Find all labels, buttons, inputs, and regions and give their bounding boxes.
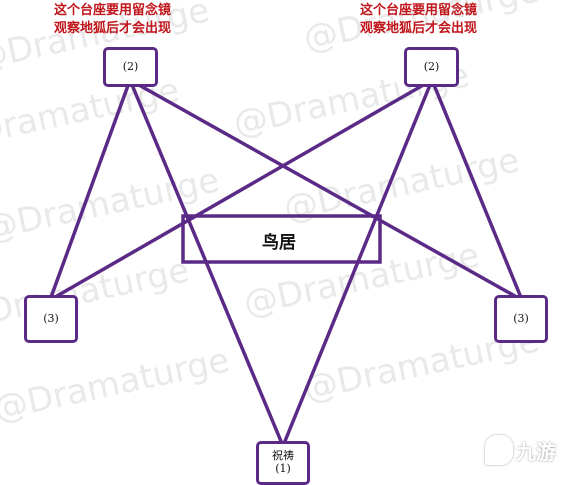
note-left-line-1: 这个台座要用留念镜 (54, 3, 172, 18)
site-logo: 九游 (485, 435, 556, 465)
pedestal-label: (2) (122, 59, 139, 73)
note-right-line-2: 观察地狐后才会出现 (360, 21, 478, 36)
pedestal-label: (3) (43, 311, 59, 325)
pedestal-label: (3) (513, 311, 529, 325)
pedestal-top-right: (2) (404, 47, 459, 87)
torii-box (181, 214, 382, 264)
line-tr-ml (48, 78, 434, 302)
note-left-line-2: 观察地狐后才会出现 (54, 21, 172, 36)
pedestal-bottom-prayer: 祝祷 (1) (256, 441, 310, 485)
logo-mark-icon (485, 435, 513, 465)
line-tl-mr (128, 78, 524, 302)
pedestal-number: (1) (275, 462, 291, 475)
pedestal-mid-right: (3) (494, 295, 548, 343)
pedestal-label: (2) (423, 59, 440, 73)
note-left: 这个台座要用留念镜 观察地狐后才会出现 (54, 2, 171, 38)
note-right: 这个台座要用留念镜 观察地狐后才会出现 (360, 2, 477, 38)
pedestal-top-left: (2) (103, 47, 158, 87)
pedestal-label: 祝祷 (272, 449, 294, 463)
logo-text: 九游 (516, 439, 556, 464)
torii-label: 鸟居 (262, 233, 296, 253)
line-tr-mr (430, 78, 524, 302)
pedestal-mid-left: (3) (24, 295, 78, 343)
note-right-line-1: 这个台座要用留念镜 (360, 3, 478, 18)
line-tl-ml (48, 78, 132, 302)
